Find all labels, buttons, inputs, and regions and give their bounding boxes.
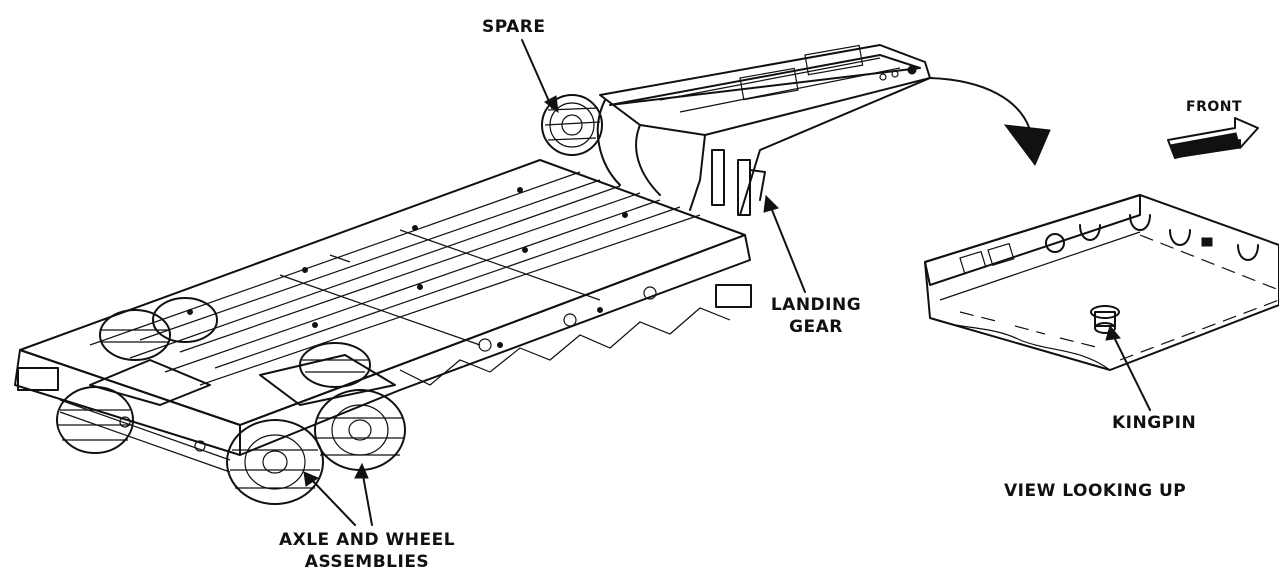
- gooseneck: [596, 44, 931, 308]
- front-light-icon: [907, 65, 917, 75]
- front-arrow-icon: [1167, 117, 1259, 159]
- label-kingpin: KINGPIN: [1112, 413, 1197, 433]
- label-axle-line2: ASSEMBLIES: [304, 552, 430, 572]
- label-axle-wheel-assemblies: AXLE AND WHEEL ASSEMBLIES: [262, 529, 472, 573]
- label-landing-gear: LANDING GEAR: [766, 294, 866, 338]
- spare-tire: [541, 94, 603, 156]
- kingpin-view: [924, 194, 1279, 371]
- label-front: FRONT: [1186, 99, 1243, 115]
- label-landing-gear-line1: LANDING: [770, 295, 862, 315]
- leader-lines: [303, 39, 1151, 526]
- landing-gear-foot: [715, 284, 752, 308]
- label-landing-gear-line2: GEAR: [789, 317, 843, 337]
- wheel-assemblies: [56, 297, 406, 505]
- label-axle-line1: AXLE AND WHEEL: [278, 530, 456, 550]
- label-view-looking-up: VIEW LOOKING UP: [1004, 481, 1187, 501]
- view-arrow: [929, 77, 1051, 166]
- landing-gear-leg: [711, 149, 725, 206]
- wheel-rear: [314, 389, 406, 471]
- kingpin-icon: [1090, 305, 1120, 319]
- label-spare: SPARE: [482, 17, 546, 37]
- wheel-front: [226, 419, 324, 505]
